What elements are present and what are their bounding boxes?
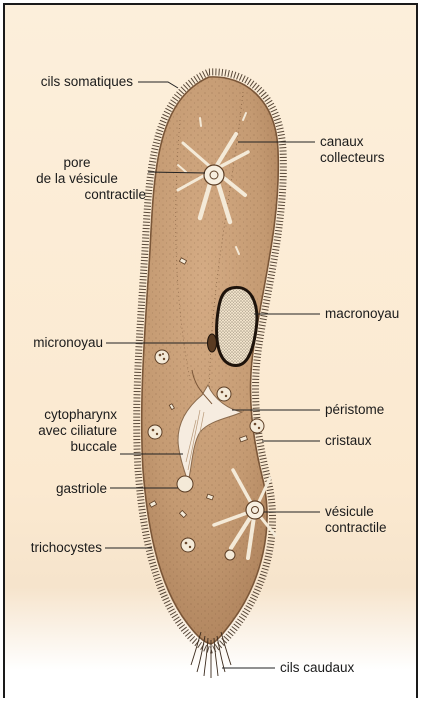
label-cils-caudaux: cils caudaux xyxy=(280,660,354,676)
label-trichocystes: trichocystes xyxy=(8,540,102,556)
label-macronoyau: macronoyau xyxy=(325,306,399,322)
label-cristaux: cristaux xyxy=(325,433,372,449)
label-gastriole: gastriole xyxy=(8,481,107,497)
label-micronoyau: micronoyau xyxy=(8,335,103,351)
label-cils-somatiques: cils somatiques xyxy=(8,74,133,90)
label-cytopharynx: cytopharynx avec ciliature buccale xyxy=(8,407,117,455)
label-vesicule-contractile: vésicule contractile xyxy=(325,504,387,536)
label-canaux-collecteurs: canaux collecteurs xyxy=(320,134,385,166)
micronucleus xyxy=(208,334,217,352)
label-peristome: péristome xyxy=(325,402,384,418)
label-pore-vesicule: pore de la vésicule contractile xyxy=(8,155,146,203)
macronucleus xyxy=(217,287,257,365)
